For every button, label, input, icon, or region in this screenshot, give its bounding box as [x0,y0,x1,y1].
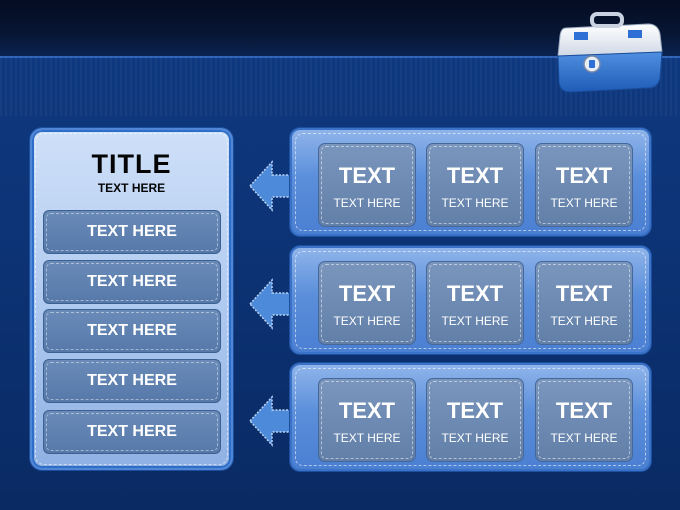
left-item: TEXT HERE [43,309,221,353]
detail-cell: TEXT TEXT HERE [426,143,524,227]
detail-cell: TEXT TEXT HERE [318,378,416,462]
cell-heading: TEXT [446,281,504,306]
toolbox-icon [557,12,663,93]
cell-caption: TEXT HERE [333,431,401,445]
panel-title: TITLE [91,149,172,179]
left-item: TEXT HERE [43,410,221,454]
cell-caption: TEXT HERE [441,196,509,210]
cell-caption: TEXT HERE [550,431,618,445]
detail-cell: TEXT TEXT HERE [426,378,524,462]
left-item: TEXT HERE [43,359,221,403]
cell-heading: TEXT [338,163,396,188]
detail-cell: TEXT TEXT HERE [318,143,416,227]
cell-caption: TEXT HERE [333,196,401,210]
detail-cell: TEXT TEXT HERE [535,378,633,462]
detail-cell: TEXT TEXT HERE [535,261,633,345]
cell-caption: TEXT HERE [441,314,509,328]
detail-cell: TEXT TEXT HERE [318,261,416,345]
cell-heading: TEXT [446,398,504,423]
left-arrow-icon [248,160,293,212]
header-divider [0,56,680,58]
cell-heading: TEXT [338,281,396,306]
panel-subtitle: TEXT HERE [97,181,166,195]
left-item: TEXT HERE [43,260,221,304]
cell-heading: TEXT [555,163,613,188]
cell-heading: TEXT [446,163,504,188]
cell-heading: TEXT [555,281,613,306]
left-summary-panel: TITLE TEXT HERE TEXT HERE TEXT HERE TEXT… [30,128,233,470]
cell-heading: TEXT [338,398,396,423]
detail-cell: TEXT TEXT HERE [535,143,633,227]
cell-heading: TEXT [555,398,613,423]
cell-caption: TEXT HERE [333,314,401,328]
left-arrow-icon [248,395,293,447]
detail-cell: TEXT TEXT HERE [426,261,524,345]
cell-caption: TEXT HERE [441,431,509,445]
cell-caption: TEXT HERE [550,314,618,328]
detail-row-2: TEXT TEXT HERE TEXT TEXT HERE TEXT TEXT … [290,246,651,354]
left-arrow-icon [248,278,293,330]
cell-caption: TEXT HERE [550,196,618,210]
left-item: TEXT HERE [43,210,221,254]
detail-row-3: TEXT TEXT HERE TEXT TEXT HERE TEXT TEXT … [290,363,651,471]
detail-row-1: TEXT TEXT HERE TEXT TEXT HERE TEXT TEXT … [290,128,651,236]
